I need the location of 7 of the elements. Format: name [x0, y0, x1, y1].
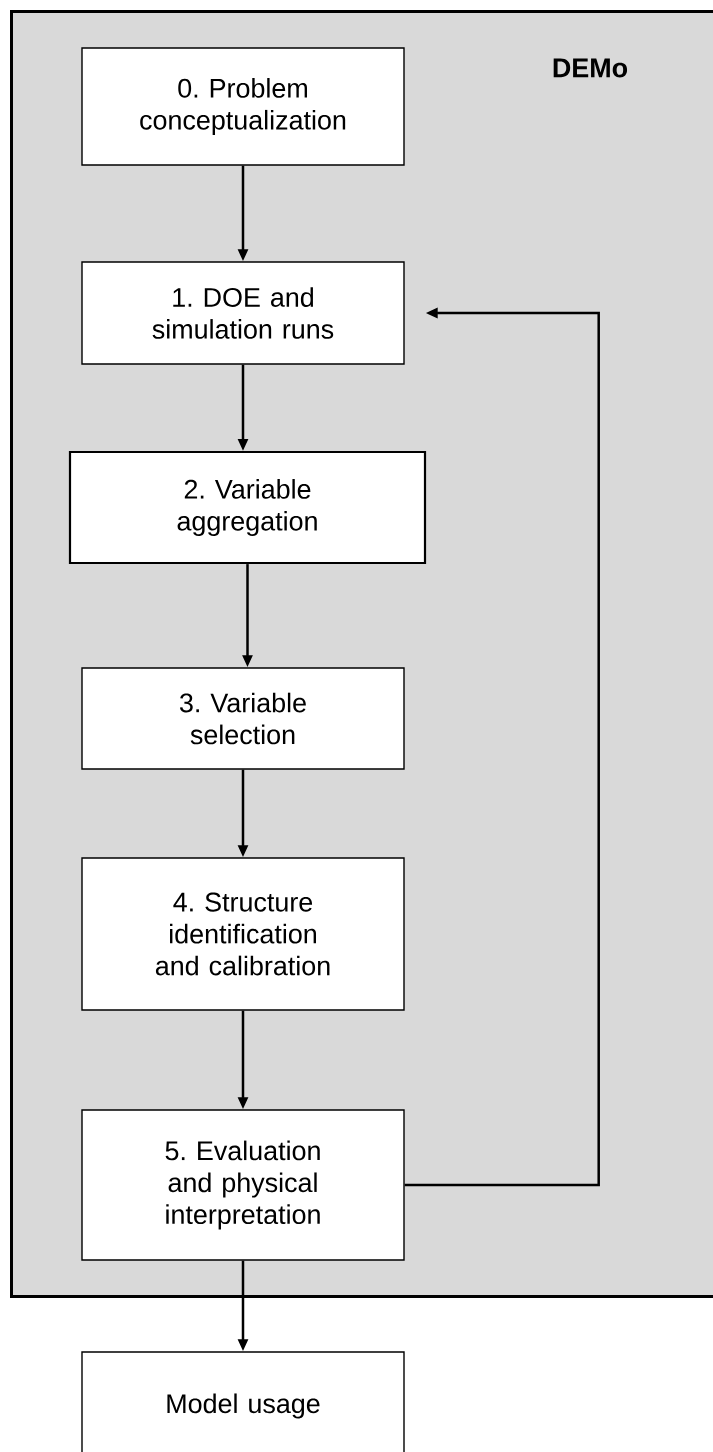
- process-box: 0. Problem conceptualization: [81, 47, 405, 166]
- process-box: 1. DOE and simulation runs: [81, 261, 405, 365]
- process-box: 2. Variable aggregation: [68, 450, 427, 565]
- process-box: 4. Structure identification and calibration: [81, 857, 405, 1011]
- process-box: 3. Variable selection: [81, 667, 405, 770]
- process-box: 5. Evaluation and physical interpretation: [81, 1109, 405, 1261]
- process-box: Model usage: [81, 1351, 405, 1452]
